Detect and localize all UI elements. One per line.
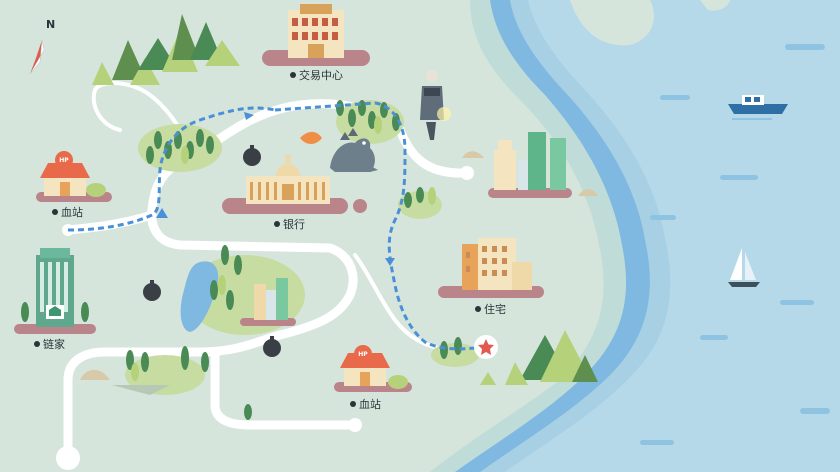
chain-store-building	[14, 248, 96, 334]
location-residence[interactable]: 住宅	[475, 301, 506, 317]
monster-icon[interactable]	[300, 128, 378, 172]
mountains	[92, 14, 598, 385]
blood-station-2-building: HP	[334, 345, 412, 392]
location-dot-icon	[52, 209, 58, 215]
hp-badge: HP	[358, 351, 368, 358]
location-label: 住宅	[484, 303, 506, 316]
rocks	[80, 151, 598, 395]
player-character[interactable]	[420, 70, 451, 140]
compass-north-label: N	[46, 18, 56, 31]
hp-badge: HP	[59, 157, 69, 164]
location-exchange[interactable]: 交易中心	[290, 67, 343, 83]
location-label: 银行	[283, 218, 305, 231]
light-trees	[131, 116, 436, 381]
exchange-center-building	[262, 4, 370, 66]
location-dot-icon	[34, 341, 40, 347]
location-dot-icon	[290, 72, 296, 78]
location-label: 链家	[43, 338, 65, 351]
location-chain-store[interactable]: 链家	[34, 336, 65, 352]
speedboat	[728, 95, 788, 120]
road-end	[460, 166, 474, 180]
blood-station-1-building: HP	[36, 151, 112, 202]
location-label: 交易中心	[299, 69, 343, 82]
residence-building	[438, 238, 544, 298]
residential-towers	[488, 132, 572, 198]
location-label: 血站	[359, 398, 381, 411]
route-arrows	[156, 112, 395, 266]
road-end	[348, 418, 362, 432]
location-blood-station-1[interactable]: 血站	[52, 204, 83, 220]
location-label: 血站	[61, 206, 83, 219]
road-end	[56, 446, 80, 470]
bomb-icon[interactable]	[243, 145, 261, 166]
trees	[21, 100, 462, 420]
lake	[180, 261, 219, 332]
compass-icon	[29, 39, 45, 75]
location-dot-icon	[350, 401, 356, 407]
location-blood-station-2[interactable]: 血站	[350, 396, 381, 412]
bomb-icon[interactable]	[143, 280, 161, 301]
location-dot-icon	[475, 306, 481, 312]
location-bank[interactable]: 银行	[274, 216, 305, 232]
city-towers	[240, 278, 296, 326]
sailboat	[728, 248, 760, 287]
destination-star-icon[interactable]	[474, 335, 498, 359]
route	[67, 101, 486, 351]
bank-building	[222, 155, 367, 214]
location-dot-icon	[274, 221, 280, 227]
bomb-icon[interactable]	[263, 336, 281, 357]
